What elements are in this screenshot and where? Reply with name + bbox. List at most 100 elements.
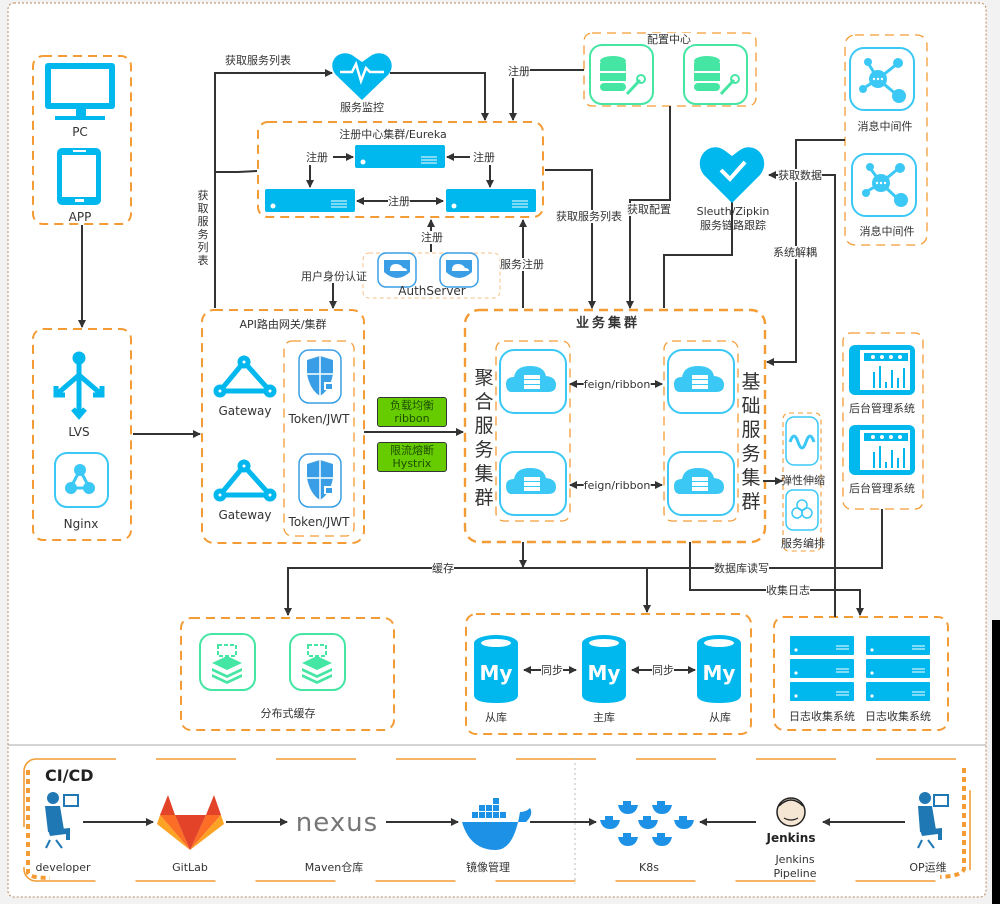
jenkins-label-1: Jenkins [775,853,815,866]
edge-label-fetch-data: 获取数据 [778,169,822,182]
edge-label-sync: 同步 [652,664,674,677]
edge-label-user-auth: 用户身份认证 [301,270,367,283]
cloud-server-icon [499,349,567,414]
elastic-scale-label: 弹性伸缩 [781,474,825,487]
edge-label-fetch-services-vertical: 获取服务列表 [197,189,209,267]
redis-cache-icon [199,633,256,691]
nexus-logo: nexus [296,808,378,838]
tag-load-balance-line1: 负载均衡 [390,399,434,412]
image-mgmt-label: 镜像管理 [466,861,510,874]
zipkin-label-1: Sleuth/Zipkin [696,205,770,218]
jenkins-icon: Jenkins [766,797,815,845]
business-group [463,308,767,544]
screen-edge-black [992,620,1000,904]
log-group [773,616,949,731]
aggregate-cluster-label: 聚合服务集群 [474,367,494,509]
edge-label-register: 注册 [473,151,495,164]
edge-label-db: 数据库读写 [714,562,769,575]
tag-load-balance-line2: ribbon [394,412,430,425]
mysql-slave-label: 从库 [485,711,507,724]
basic-cluster-label: 基础服务集群 [741,371,761,513]
cicd-left-bracket [26,770,51,880]
log-server-stack-icon [866,636,930,701]
mysql-slave-label: 从库 [709,711,731,724]
edge-gateway-monitor [214,69,333,308]
edge-config-business [626,106,671,309]
op-label: OP运维 [909,861,947,874]
gateway-group-title: API路由网关/集群 [239,318,327,331]
dashboard-icon [849,425,915,475]
server-icon [446,189,536,212]
pc-label: PC [72,125,88,139]
eureka-title: 注册中心集群/Eureka [339,128,447,141]
edge-monitor-eureka [390,72,489,121]
admin-label: 后台管理系统 [849,482,915,495]
elastic-group [782,412,822,552]
gitlab-icon [157,795,224,850]
edge-label-register: 注册 [421,231,443,244]
cloud-server-icon [499,451,567,516]
heart-pulse-icon [332,53,392,100]
edge-label-register: 注册 [388,195,410,208]
authserver-label: AuthServer [398,284,466,298]
cache-label: 分布式缓存 [260,707,316,720]
token-label: Token/JWT [288,412,350,426]
heart-check-icon [699,147,765,203]
message-queue-icon [849,47,915,111]
aggregate-group [495,340,571,522]
orchestrate-label: 服务编排 [781,537,825,550]
k8s-docker-cluster-icon [600,801,694,846]
developer-icon [45,792,79,849]
edge-label-register: 注册 [306,151,328,164]
cloud-server-icon [667,349,735,414]
maven-label: Maven仓库 [304,861,364,874]
security-shield-icon [298,453,342,508]
business-title: 业务集群 [575,316,641,331]
mysql-glyph: My [480,661,513,685]
operator-icon [917,792,949,849]
log-system-label: 日志收集系统 [865,710,931,723]
eureka-group [257,121,544,218]
app-label: APP [68,210,92,224]
database-config-icon [589,44,654,105]
auth-group [362,252,501,299]
tag-circuit-breaker: 限流熔断 Hystrix [377,442,447,472]
mysql-glyph: My [703,661,736,685]
edge-business-zipkin [663,191,736,308]
cicd-right-bracket [939,768,966,879]
nexus-logo-text: nexus [296,808,378,838]
edge-eureka-business [545,169,596,309]
auth-shield-icon [377,252,417,288]
admin-group [842,332,924,510]
config-title: 配置中心 [647,33,691,46]
edge-label-log: 收集日志 [766,584,810,597]
tablet-icon [57,148,101,205]
docker-icon [462,798,532,850]
wave-scaling-icon [785,416,819,466]
client-group [32,55,132,225]
server-icon [355,145,445,168]
tag-load-balance: 负载均衡 ribbon [377,397,447,427]
edge-label-cache: 缓存 [432,562,454,575]
log-system-label: 日志收集系统 [789,710,855,723]
edge-label-fetch-list: 获取服务列表 [556,210,622,223]
gateway-icon [213,459,277,502]
edge-label-feign: feign/ribbon [583,378,651,391]
lvs-label: LVS [68,425,90,439]
edge-label-fetch-config: 获取配置 [627,203,671,216]
server-icon [265,189,355,212]
mysql-icon: My [474,635,518,703]
edge-label-decouple: 系统解耦 [773,246,817,259]
log-server-stack-icon [790,636,854,701]
edge-label-service-register: 服务注册 [500,258,544,271]
outer-frame [7,2,987,898]
gitlab-label: GitLab [172,861,208,874]
jenkins-label-2: Pipeline [773,867,817,880]
tag-circuit-breaker-line1: 限流熔断 [390,444,434,457]
mysql-icon: My [697,635,741,703]
redis-cache-icon [289,633,346,691]
dashboard-icon [849,345,915,395]
tag-circuit-breaker-line2: Hystrix [392,457,432,470]
basic-group [663,340,739,522]
